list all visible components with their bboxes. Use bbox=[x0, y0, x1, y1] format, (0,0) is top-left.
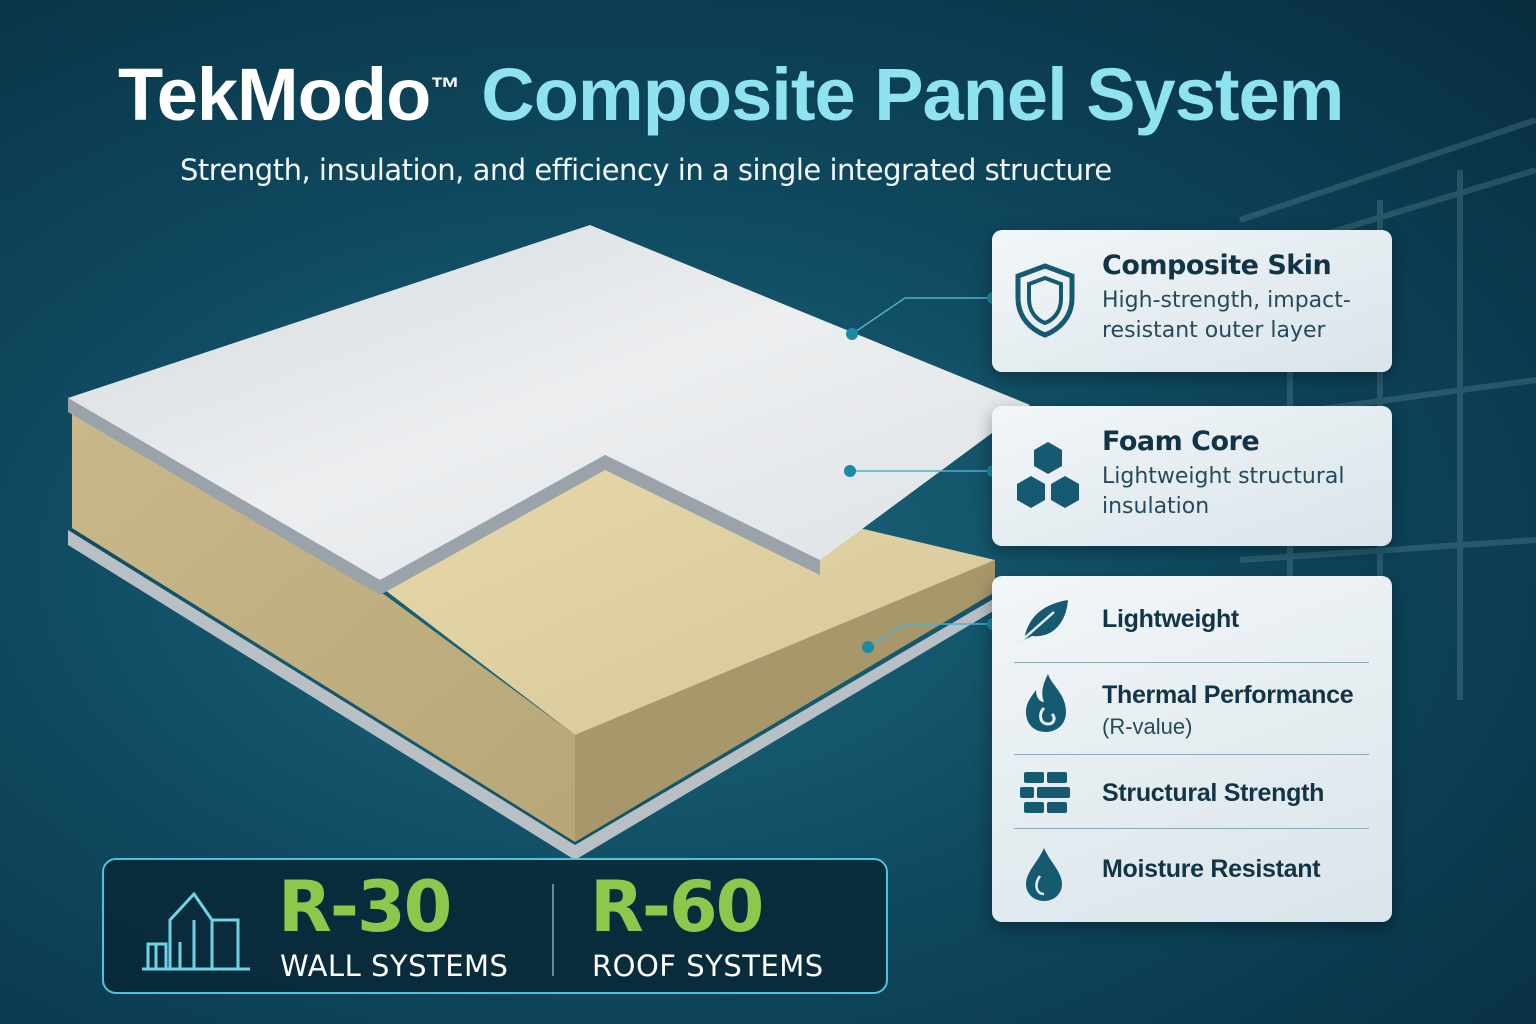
r-value-ratings: R-30 WALL SYSTEMS R-60 ROOF SYSTEMS bbox=[102, 858, 888, 994]
feature-label: Lightweight bbox=[1102, 605, 1239, 633]
callout-title: Composite Skin bbox=[1102, 250, 1332, 281]
wall-label: WALL SYSTEMS bbox=[280, 949, 509, 983]
trademark: ™ bbox=[430, 72, 460, 105]
leaf-icon bbox=[1019, 600, 1068, 643]
title-rest: Composite Panel System bbox=[481, 53, 1344, 136]
foam-right-face bbox=[575, 560, 995, 842]
subtitle: Strength, insulation, and efficiency in … bbox=[180, 153, 1112, 187]
page-title: TekModo™ Composite Panel System bbox=[118, 52, 1344, 138]
hexagon-cluster-icon bbox=[1017, 442, 1079, 508]
feature-moisture-resistant: Moisture Resistant bbox=[992, 832, 1392, 912]
brand-name: TekModo bbox=[118, 53, 431, 136]
callout-title: Foam Core bbox=[1102, 426, 1260, 457]
composite-skin-top bbox=[68, 225, 1030, 580]
brick-icon bbox=[1020, 772, 1070, 813]
connector-lines bbox=[850, 297, 993, 648]
callout-composite-skin: Composite Skin High-strength, impact-res… bbox=[992, 230, 1392, 372]
feature-structural-strength: Structural Strength bbox=[992, 756, 1392, 836]
divider bbox=[552, 884, 554, 976]
skin-edge bbox=[68, 398, 820, 595]
water-drop-icon bbox=[1026, 848, 1062, 901]
callout-description: High-strength, impact-resistant outer la… bbox=[1102, 288, 1351, 343]
feature-thermal-performance: Thermal Performance (R-value) bbox=[992, 666, 1392, 746]
foam-left-face bbox=[72, 412, 575, 842]
feature-label: Moisture Resistant bbox=[1102, 855, 1321, 883]
feature-label: Structural Strength bbox=[1102, 779, 1325, 807]
feature-label: Thermal Performance bbox=[1102, 681, 1354, 709]
shield-icon bbox=[1015, 263, 1075, 338]
house-icon bbox=[142, 892, 250, 971]
roof-r-value: R-60 bbox=[590, 866, 764, 948]
features-card: Lightweight Thermal Performance (R-value… bbox=[992, 576, 1392, 922]
callout-description: Lightweight structural insulation bbox=[1102, 464, 1345, 519]
wall-r-value: R-30 bbox=[278, 866, 452, 948]
flame-icon bbox=[1026, 674, 1066, 732]
feature-lightweight: Lightweight bbox=[992, 576, 1392, 656]
divider bbox=[1014, 828, 1369, 829]
divider bbox=[1014, 662, 1369, 663]
divider bbox=[1014, 754, 1369, 755]
feature-sublabel: (R-value) bbox=[1102, 714, 1193, 739]
roof-label: ROOF SYSTEMS bbox=[592, 949, 824, 983]
callout-foam-core: Foam Core Lightweight structural insulat… bbox=[992, 406, 1392, 546]
